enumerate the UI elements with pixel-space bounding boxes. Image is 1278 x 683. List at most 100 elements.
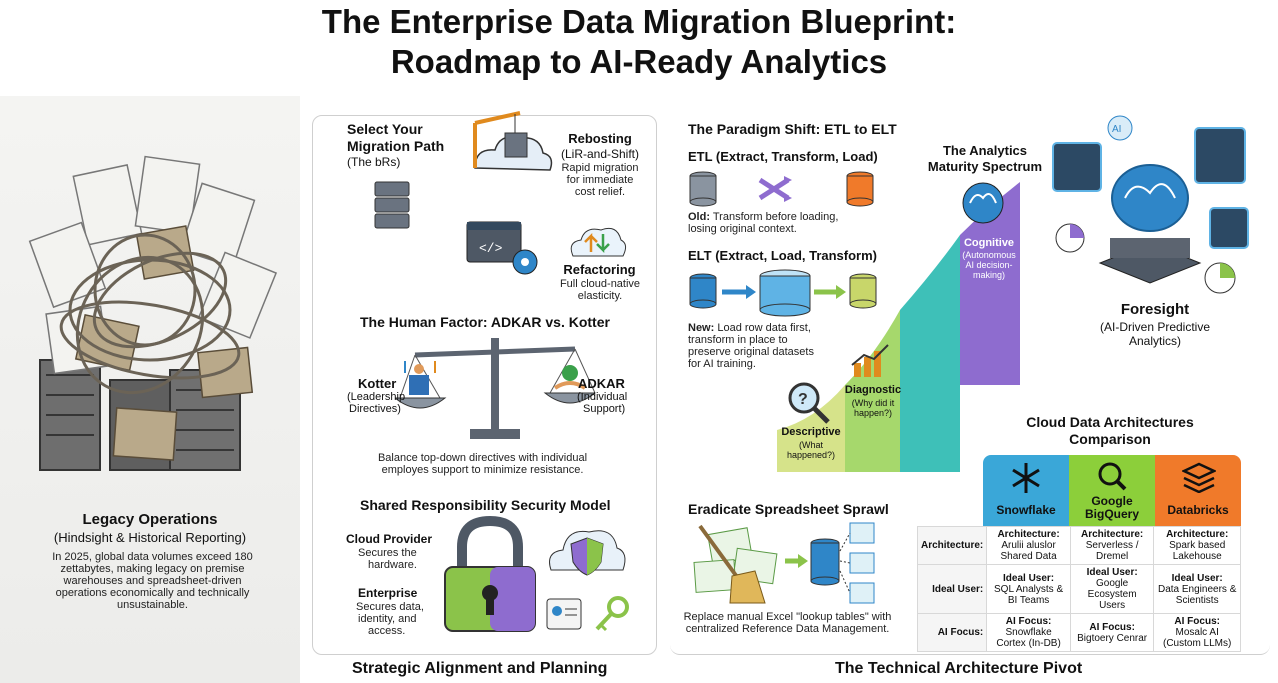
- footer-technical-label: The Technical Architecture Pivot: [835, 660, 1083, 677]
- database-icon: [689, 171, 717, 207]
- title-line-1: The Enterprise Data Migration Blueprint:: [321, 3, 957, 40]
- elt-flow-icons: [689, 269, 877, 317]
- table-cell: AI Focus:Mosalc AI (Custom LLMs): [1153, 613, 1241, 652]
- cognitive-sub-3: making): [972, 270, 1005, 280]
- magnifier-icon: ?: [788, 382, 830, 424]
- table-cell: Architecture:Spark based Lakehouse: [1153, 526, 1241, 565]
- row-label-ai-focus: AI Focus:: [916, 613, 988, 652]
- elt-new-4: for AI training.: [688, 358, 756, 370]
- adkar-label: ADKAR: [578, 376, 625, 391]
- table-cell: Architecture:Serverless / Dremel: [1069, 526, 1155, 565]
- strategy-panel: [312, 115, 657, 655]
- cloud-comparison-table: Architecture: Architecture:Aruliі aluslo…: [916, 526, 1241, 652]
- kotter-sub-1: (Leadership: [347, 391, 406, 403]
- legacy-heading: Legacy Operations: [82, 511, 218, 528]
- svg-text:?: ?: [798, 391, 808, 408]
- elt-new-3: preserve original datasets: [688, 346, 814, 358]
- legacy-subheading: (Hindsight & Historical Reporting): [53, 530, 247, 545]
- descriptive-sub-1: (What: [798, 440, 823, 450]
- page-title: The Enterprise Data Migration Blueprint:…: [0, 2, 1278, 82]
- table-cell: AI Focus:Bigtoery Cenrar: [1069, 613, 1155, 652]
- lake-icon: [759, 269, 811, 317]
- broom-icon: [698, 524, 766, 604]
- etl-heading: The Paradigm Shift: ETL to ELT: [688, 121, 897, 137]
- enterprise-desc-3: access.: [368, 625, 406, 637]
- refactoring-desc-2: elasticity.: [577, 290, 623, 302]
- diagnostic-sub-2: happen?): [853, 408, 893, 418]
- cognitive-sub-2: AI decision-: [965, 260, 1013, 270]
- foresight-sub-2: Analytics): [1128, 334, 1181, 348]
- table-cell: Ideal User:Data Engineers & Scientists: [1153, 564, 1241, 614]
- snowflake-header: Snowflake: [983, 455, 1069, 526]
- rehosting-desc-3: cost relief.: [574, 186, 626, 198]
- kotter-sub-2: Directives): [349, 403, 401, 415]
- code-window-icon: </>: [466, 221, 538, 275]
- etl-old-bold: Old:: [688, 211, 710, 223]
- refactoring-title: Refactoring: [563, 262, 636, 277]
- spreadsheet-heading: Eradicate Spreadsheet Sprawl: [688, 501, 889, 517]
- padlock-icon: [444, 515, 536, 632]
- descriptive-label: Descriptive: [781, 426, 841, 438]
- cloud-heading-1: Cloud Data Architectures: [1026, 414, 1194, 430]
- etl-flow-icons: [689, 171, 874, 207]
- table-row: Architecture: Architecture:Aruliі aluslo…: [916, 526, 1241, 565]
- server-stack-icon: [374, 181, 410, 229]
- human-caption-1: Balance top-down directives with individ…: [377, 452, 588, 464]
- foresight-sub-1: (AI-Driven Predictive: [1099, 320, 1211, 334]
- shield-cloud-icon: [549, 530, 626, 576]
- elt-new-bold: New:: [688, 322, 715, 334]
- table-cell: AI Focus:Snowflake Cortex (In-DB): [986, 613, 1071, 652]
- human-caption-2: employes support to minimize resistance.: [381, 464, 584, 476]
- title-line-2: Roadmap to AI-Ready Analytics: [390, 43, 888, 80]
- cognitive-sub-1: (Autonomous: [962, 250, 1016, 260]
- table-cell: Architecture:Aruliі aluslor Shared Data: [986, 526, 1071, 565]
- bigquery-icon: [1098, 462, 1127, 491]
- spreadsheet-caption-2: centralized Reference Data Management.: [685, 623, 890, 635]
- rehosting-desc-1: Rapid migration: [561, 162, 639, 174]
- bigquery-label: Google BigQuery: [1084, 494, 1139, 521]
- row-label-ideal-user: Ideal User:: [916, 564, 988, 614]
- rehosting-title: Rebosting: [568, 131, 632, 146]
- kotter-label: Kotter: [358, 376, 397, 391]
- spreadsheet-illustration: [693, 522, 875, 604]
- diagnostic-label: Diagnostic: [844, 384, 902, 396]
- provider-label: Cloud Provider: [346, 532, 433, 546]
- balance-scale-icon: [395, 338, 595, 439]
- crane-cloud-icon: [473, 111, 553, 171]
- table-row: Ideal User: Ideal User:SQL Analysts & BI…: [916, 564, 1241, 614]
- rehosting-sub: (LiR-and-Shift): [560, 147, 640, 161]
- id-badge-icon: [546, 598, 582, 630]
- etl-label: ETL (Extract, Transform, Load): [688, 149, 878, 164]
- adkar-sub-2: Support): [583, 403, 626, 415]
- enterprise-label: Enterprise: [358, 586, 418, 600]
- adkar-sub-1: (Individual: [577, 391, 628, 403]
- etl-old-1: Transform before loading,: [710, 211, 839, 223]
- security-heading: Shared Responsibility Security Model: [360, 497, 611, 513]
- svg-text:</>: </>: [479, 241, 503, 256]
- snowflake-icon: [1012, 463, 1040, 493]
- elt-new-text: New: Load row data first,: [688, 322, 811, 334]
- cognitive-label: Cognitive: [963, 237, 1015, 249]
- provider-desc-1: Secures the: [358, 547, 417, 559]
- etl-old-2: losing original context.: [688, 223, 797, 235]
- foresight-ai-illustration: AI: [1052, 115, 1249, 294]
- svg-text:AI: AI: [1112, 124, 1121, 135]
- databricks-icon: [1182, 462, 1216, 493]
- descriptive-sub-2: happened?): [786, 450, 836, 460]
- human-heading: The Human Factor: ADKAR vs. Kotter: [360, 314, 610, 330]
- key-icon: [595, 596, 629, 632]
- table-cell: Ideal User:SQL Analysts & BI Teams: [986, 564, 1071, 614]
- diagnostic-sub-1: (Why did it: [851, 398, 895, 408]
- maturity-heading-1: The Analytics: [942, 143, 1028, 158]
- foresight-label: Foresight: [1120, 301, 1190, 318]
- elt-new-2: transform in place to: [688, 334, 788, 346]
- databricks-label: Databricks: [1167, 503, 1229, 517]
- migration-heading-1: Select Your: [347, 121, 423, 137]
- elt-new-1: Load row data first,: [714, 322, 811, 334]
- footer-strategy-label: Strategic Alignment and Planning: [352, 660, 608, 677]
- migration-sub: (The bRs): [347, 155, 401, 169]
- legacy-body: In 2025, global data volumes exceed 180 …: [52, 551, 253, 611]
- legacy-clutter-illustration: [28, 155, 278, 471]
- table-cell: Ideal User:Google Ecosystem Users: [1069, 564, 1155, 614]
- spreadsheet-caption-1: Replace manual Excel "lookup tables" wit…: [683, 611, 892, 623]
